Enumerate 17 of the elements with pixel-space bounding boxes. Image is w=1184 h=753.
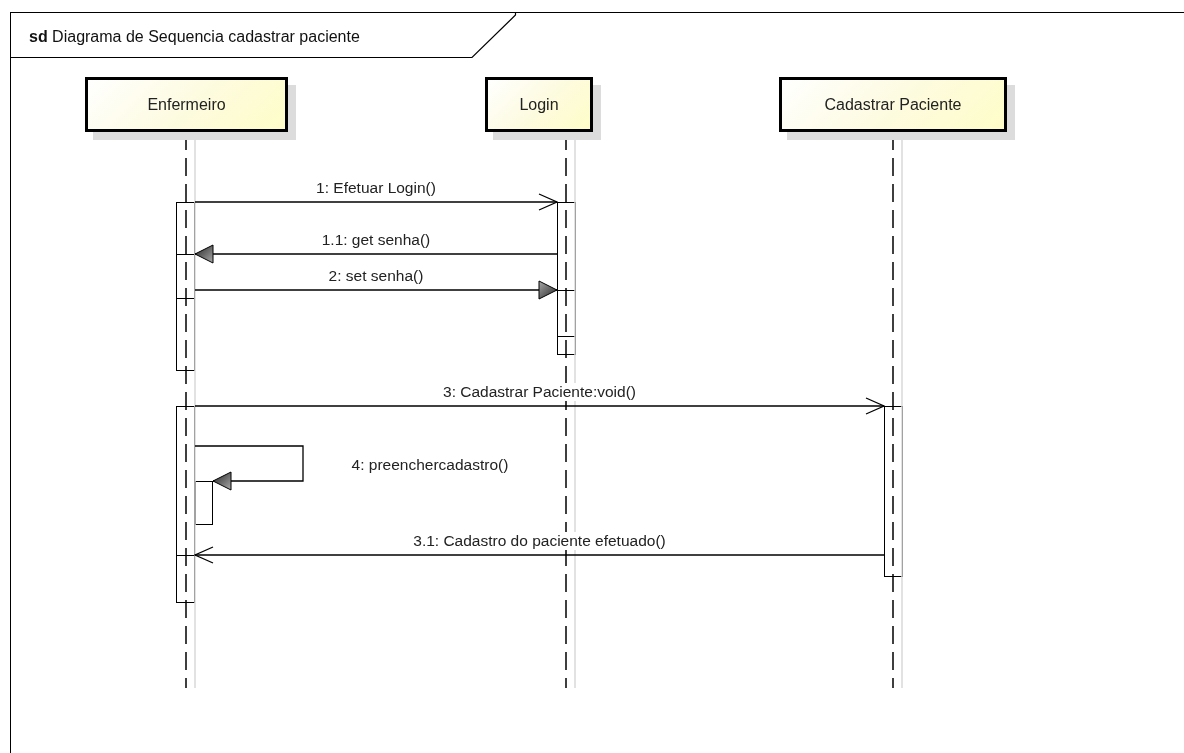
- message-arrow: [194, 445, 304, 491]
- message-arrow: [194, 546, 885, 564]
- message-arrow: [194, 244, 558, 264]
- message-label: 4: preenchercadastro(): [349, 456, 511, 474]
- diagram-frame: [10, 12, 1184, 753]
- frame-title: sd Diagrama de Sequencia cadastrar paciente: [29, 28, 360, 46]
- message-arrow: [194, 280, 558, 300]
- message-label: 3.1: Cadastro do paciente efetuado(): [411, 532, 668, 550]
- participant-name: Login: [519, 95, 559, 114]
- participant-name: Cadastrar Paciente: [824, 95, 962, 114]
- message-label: 1: Efetuar Login(): [314, 179, 438, 197]
- message-arrow: [194, 193, 558, 211]
- message-arrow: [194, 397, 885, 415]
- message-label: 2: set senha(): [326, 267, 426, 285]
- message-label: 1.1: get senha(): [319, 231, 433, 249]
- message-label: 3: Cadastrar Paciente:void(): [441, 383, 638, 401]
- participant-name: Enfermeiro: [147, 95, 226, 114]
